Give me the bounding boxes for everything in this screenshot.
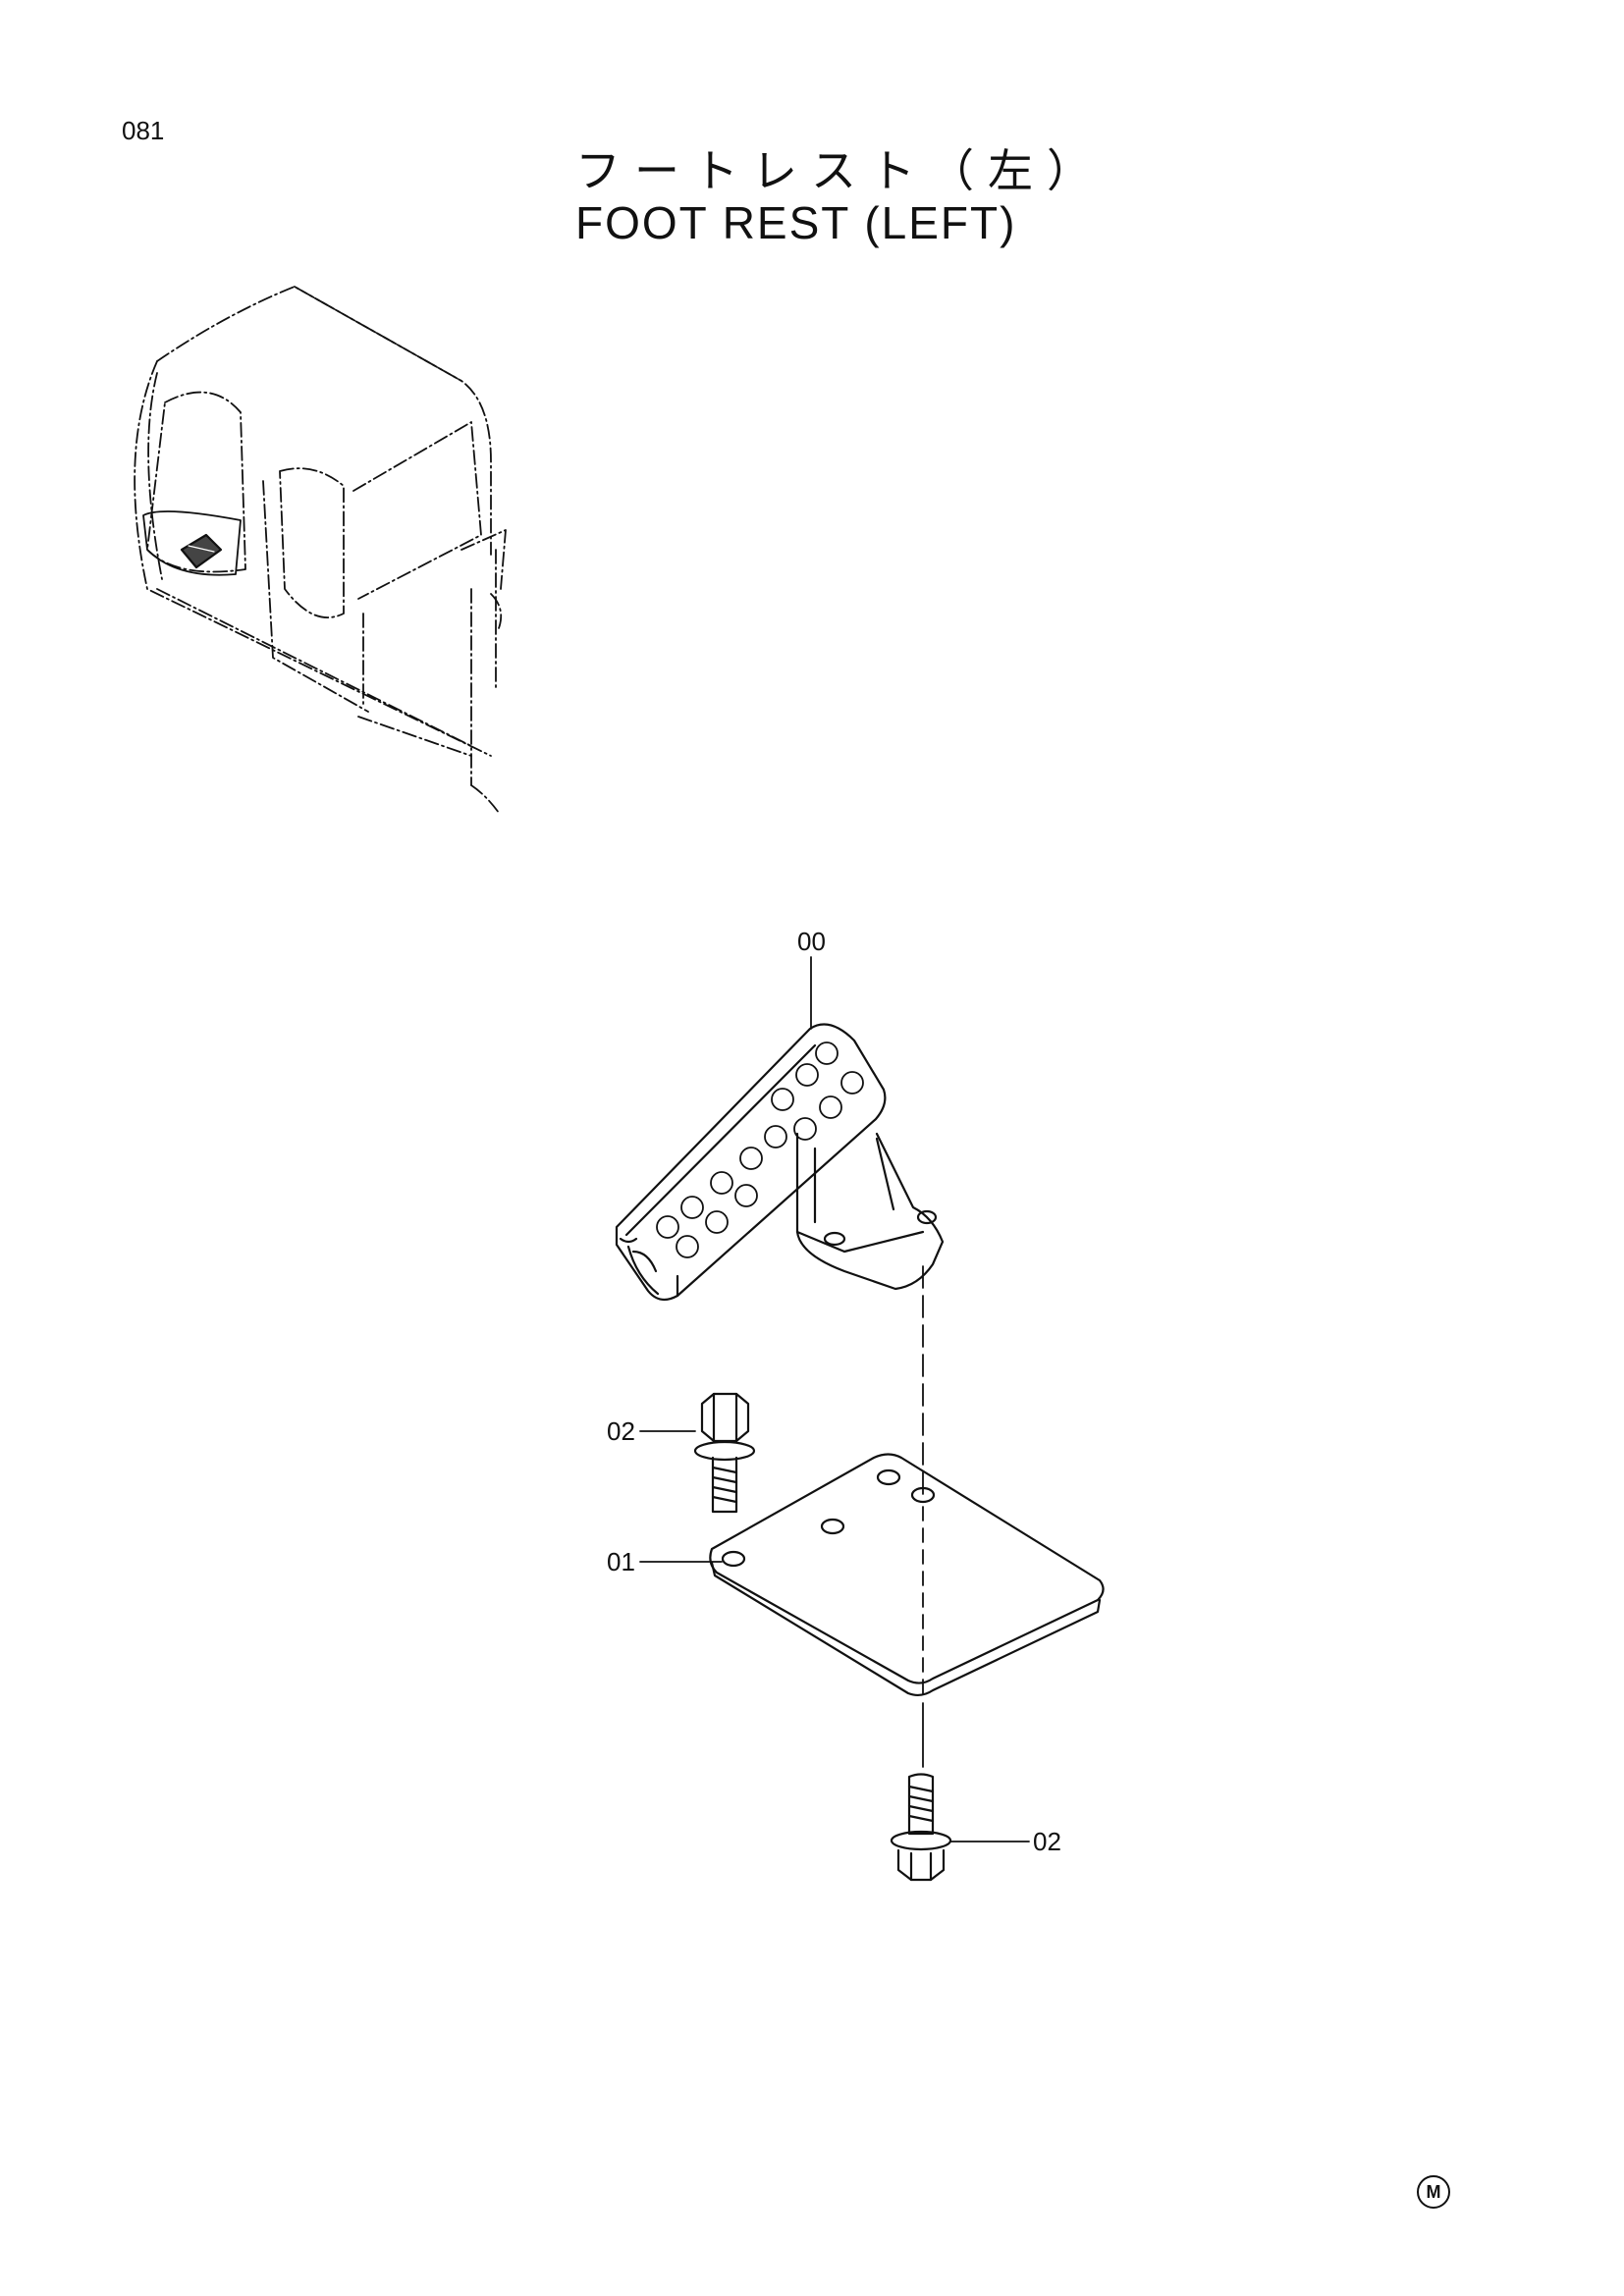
- bolt-upper: [693, 1392, 756, 1514]
- title-english: FOOT REST (LEFT): [575, 197, 1017, 248]
- foot-rest-pedal: [615, 1023, 945, 1302]
- circled-m-mark: M: [1417, 2175, 1450, 2209]
- callout-label-02-lower: 02: [1033, 1827, 1061, 1856]
- leader-lines: [639, 956, 1030, 1842]
- cab-foot-rest-highlight: [142, 510, 242, 576]
- callout-label-00: 00: [797, 927, 826, 956]
- bolt-lower: [890, 1773, 952, 1882]
- callout-label-01: 01: [607, 1547, 635, 1576]
- base-plate: [709, 1453, 1105, 1697]
- title-japanese: フートレスト（左）: [575, 144, 1106, 197]
- pedal-holes: [656, 1041, 864, 1258]
- cab-overview: [134, 286, 507, 814]
- callout-label-02-upper: 02: [607, 1416, 635, 1446]
- page-number: 081: [122, 116, 165, 145]
